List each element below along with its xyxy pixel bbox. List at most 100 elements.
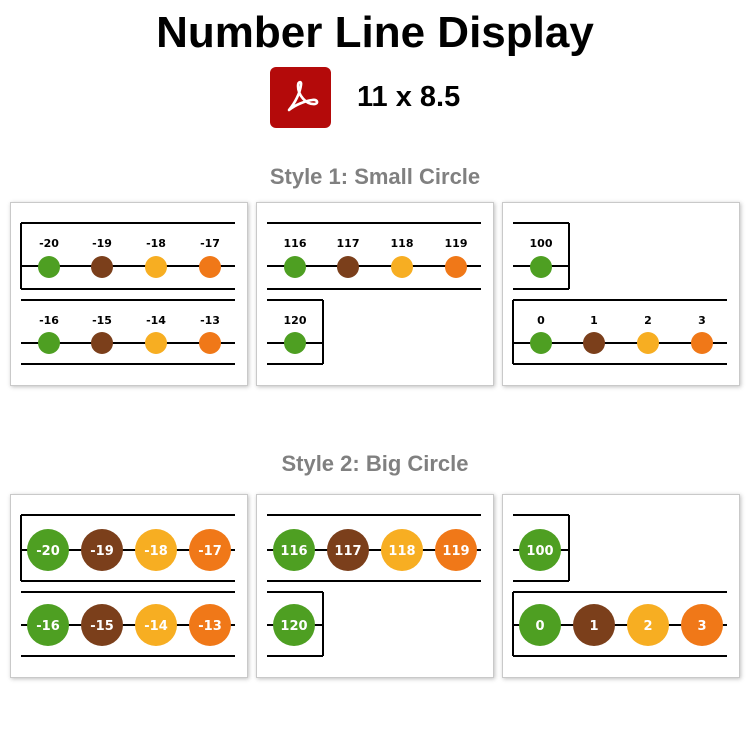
circle-row-1: 116 117 118 119 <box>284 237 468 278</box>
number-circle <box>273 604 315 646</box>
number-circle <box>27 604 69 646</box>
number-label: -15 <box>90 619 114 634</box>
number-circle <box>199 256 221 278</box>
number-circle <box>189 529 231 571</box>
number-line-graphic: 100 0 1 2 3 <box>512 222 727 365</box>
number-circle <box>627 604 669 646</box>
number-line-graphic: 116 117 118 119 120 <box>267 222 481 365</box>
style-1-card-zero[interactable]: 100 0 1 2 3 <box>502 202 740 386</box>
style-2-card-hundreds[interactable]: 116 117 118 119 120 <box>256 494 494 678</box>
number-circle <box>435 529 477 571</box>
number-label: 118 <box>388 544 415 559</box>
number-label: -19 <box>90 544 114 559</box>
number-line-graphic: -20 -19 -18 -17 -16 -15 -14 -13 <box>20 222 235 365</box>
circle-row-2: 120 <box>284 314 307 354</box>
number-circle <box>337 256 359 278</box>
number-circle <box>81 604 123 646</box>
section-heading-style-2: Style 2: Big Circle <box>281 451 469 476</box>
number-circle <box>135 604 177 646</box>
number-label: 0 <box>537 314 545 327</box>
style-2-card-negative[interactable]: -20 -19 -18 -17 -16 -15 -14 -13 <box>10 494 248 678</box>
number-label: -18 <box>144 544 168 559</box>
number-circle <box>681 604 723 646</box>
number-circle <box>381 529 423 571</box>
style-2-card-zero[interactable]: 100 0 1 2 3 <box>502 494 740 678</box>
pdf-icon[interactable] <box>270 66 331 128</box>
number-label: 116 <box>280 544 307 559</box>
number-label: -16 <box>39 314 59 327</box>
number-label: -15 <box>92 314 112 327</box>
number-circle <box>38 256 60 278</box>
circle-row-2: 120 <box>273 604 315 646</box>
number-circle <box>145 256 167 278</box>
number-label: -20 <box>36 544 60 559</box>
style-1-card-hundreds[interactable]: 116 117 118 119 120 <box>256 202 494 386</box>
number-label: 116 <box>284 237 307 250</box>
number-label: -16 <box>36 619 60 634</box>
number-label: 119 <box>442 544 469 559</box>
number-label: 117 <box>337 237 360 250</box>
number-line-graphic: 116 117 118 119 120 <box>267 514 481 657</box>
number-label: -18 <box>146 237 166 250</box>
circle-row-1: 116 117 118 119 <box>273 529 477 571</box>
number-label: -13 <box>200 314 220 327</box>
paper-size-label: 11 x 8.5 <box>357 80 461 113</box>
number-label: -19 <box>92 237 112 250</box>
number-circle <box>573 604 615 646</box>
number-label: 0 <box>535 619 544 634</box>
number-label: -13 <box>198 619 222 634</box>
number-circle <box>135 529 177 571</box>
number-circle <box>81 529 123 571</box>
number-line-graphic: -20 -19 -18 -17 -16 -15 -14 -13 <box>20 514 235 657</box>
circle-row-1: -20 -19 -18 -17 <box>38 237 221 278</box>
number-label: -17 <box>200 237 220 250</box>
number-circle <box>445 256 467 278</box>
circle-row-2: 0 1 2 3 <box>519 604 723 646</box>
number-circle <box>91 256 113 278</box>
number-line-graphic: 100 0 1 2 3 <box>512 514 727 657</box>
number-circle <box>391 256 413 278</box>
number-label: 100 <box>530 237 553 250</box>
number-label: 3 <box>698 314 706 327</box>
number-label: -14 <box>144 619 168 634</box>
section-heading-style-1: Style 1: Small Circle <box>269 164 481 189</box>
number-label: 1 <box>590 314 598 327</box>
number-label: -20 <box>39 237 59 250</box>
number-circle <box>199 332 221 354</box>
number-label: 117 <box>334 544 361 559</box>
number-circle <box>189 604 231 646</box>
number-circle <box>519 604 561 646</box>
number-label: 1 <box>589 619 598 634</box>
number-label: -17 <box>198 544 222 559</box>
number-label: 2 <box>644 314 652 327</box>
number-label: 3 <box>697 619 706 634</box>
page-title: Number Line Display <box>156 8 594 57</box>
circle-row-2: -16 -15 -14 -13 <box>27 604 231 646</box>
number-circle <box>530 332 552 354</box>
number-label: 100 <box>526 544 553 559</box>
number-label: 120 <box>284 314 307 327</box>
number-circle <box>691 332 713 354</box>
circle-row-1: 100 <box>530 237 553 278</box>
number-label: 119 <box>445 237 468 250</box>
number-circle <box>327 529 369 571</box>
number-label: -14 <box>146 314 166 327</box>
number-circle <box>145 332 167 354</box>
number-circle <box>583 332 605 354</box>
number-circle <box>637 332 659 354</box>
circle-row-2: -16 -15 -14 -13 <box>38 314 221 354</box>
number-label: 120 <box>280 619 307 634</box>
style-1-card-negative[interactable]: -20 -19 -18 -17 -16 -15 -14 -13 <box>10 202 248 386</box>
number-circle <box>38 332 60 354</box>
number-circle <box>519 529 561 571</box>
number-circle <box>273 529 315 571</box>
number-circle <box>91 332 113 354</box>
number-circle <box>530 256 552 278</box>
circle-row-1: -20 -19 -18 -17 <box>27 529 231 571</box>
format-row: 11 x 8.5 <box>270 66 460 128</box>
circle-row-1: 100 <box>519 529 561 571</box>
number-circle <box>284 256 306 278</box>
number-label: 2 <box>643 619 652 634</box>
number-circle <box>284 332 306 354</box>
number-label: 118 <box>391 237 414 250</box>
